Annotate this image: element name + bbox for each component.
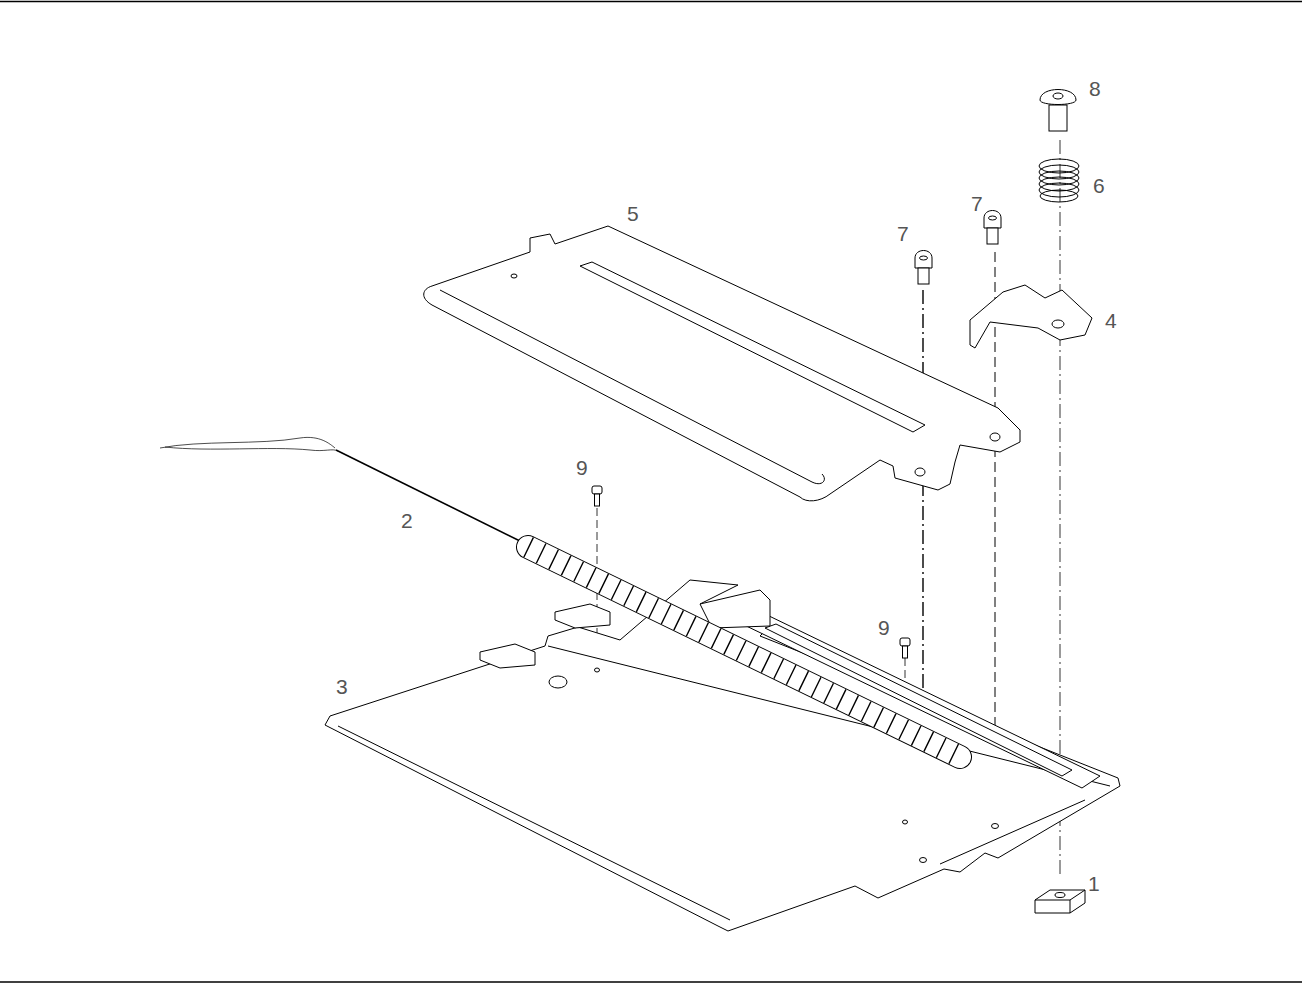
callout-number: 5 [626, 203, 640, 224]
small-screw [592, 486, 910, 658]
callout-number: 9 [877, 617, 891, 638]
top-plate [424, 226, 1020, 501]
bracket [970, 285, 1092, 348]
callout-number: 7 [896, 223, 910, 244]
frame-rule [0, 1, 1302, 3]
callout-number: 8 [1088, 78, 1102, 99]
callout-number: 1 [1087, 873, 1101, 894]
frame-rule [0, 981, 1302, 983]
square-nut [1035, 890, 1085, 913]
callout-number: 6 [1092, 175, 1106, 196]
screw [915, 211, 1001, 285]
callout-number: 3 [335, 676, 349, 697]
callout-number: 4 [1104, 310, 1118, 331]
callout-number: 2 [400, 510, 414, 531]
callout-number: 7 [970, 193, 984, 214]
callout-number: 9 [575, 457, 589, 478]
shoulder-screw [1040, 90, 1076, 132]
spring [1039, 159, 1079, 202]
